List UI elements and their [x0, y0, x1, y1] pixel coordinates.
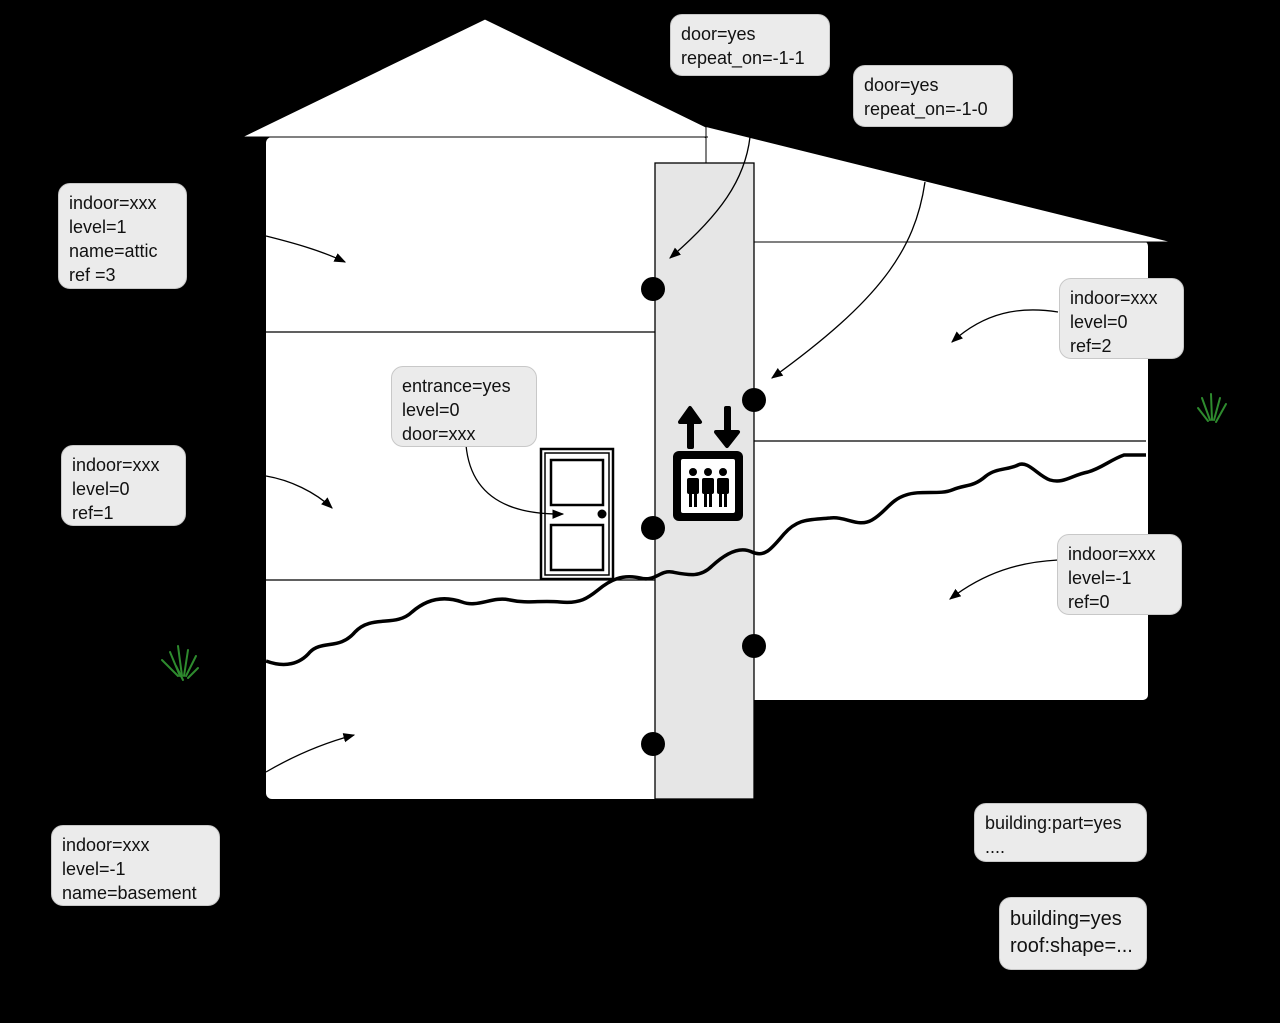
tag-line: level=-1	[1068, 568, 1132, 588]
tag-line: door=yes	[864, 75, 939, 95]
building-part-tag: building:part=yes ....	[974, 803, 1147, 862]
door-tag-top: door=yes repeat_on=-1-1	[670, 14, 830, 76]
arrow-icon	[265, 475, 333, 509]
ground-line	[265, 453, 1146, 667]
door-tag-right: door=yes repeat_on=-1-0	[853, 65, 1013, 127]
elevator-icon	[673, 406, 743, 521]
door-node-icon	[641, 277, 665, 301]
arrow-icon	[771, 181, 926, 379]
tag-line: repeat_on=-1-1	[681, 48, 805, 68]
tag-line: level=1	[69, 217, 127, 237]
tag-line: building:part=yes	[985, 813, 1122, 833]
entrance-tag: entrance=yes level=0 door=xxx	[391, 366, 537, 447]
tag-line: name=basement	[62, 883, 197, 903]
door-node-icon	[742, 388, 766, 412]
tag-line: door=yes	[681, 24, 756, 44]
basement-tag: indoor=xxx level=-1 name=basement	[51, 825, 220, 906]
tag-line: indoor=xxx	[1070, 288, 1158, 308]
attic-tag: indoor=xxx level=1 name=attic ref =3	[58, 183, 187, 289]
tag-line: indoor=xxx	[1068, 544, 1156, 564]
grass-icon	[1197, 393, 1227, 423]
right-wing-roof	[706, 127, 1170, 242]
main-roof	[241, 18, 709, 138]
arrow-icon	[949, 559, 1059, 600]
tag-line: level=0	[402, 400, 460, 420]
right-wing-body	[706, 241, 1148, 700]
door-node-icon	[641, 732, 665, 756]
right-level0-tag: indoor=xxx level=0 ref=2	[1059, 278, 1184, 359]
building-tag: building=yes roof:shape=...	[999, 897, 1147, 970]
tag-line: ref=0	[1068, 592, 1110, 612]
tag-line: door=xxx	[402, 424, 476, 444]
arrow-icon	[265, 235, 347, 263]
tag-line: entrance=yes	[402, 376, 511, 396]
tag-line: building=yes	[1010, 908, 1122, 930]
tag-line: level=0	[72, 479, 130, 499]
door-node-icon	[742, 634, 766, 658]
arrow-icon	[669, 136, 751, 259]
right-basement-tag: indoor=xxx level=-1 ref=0	[1057, 534, 1182, 615]
tag-line: indoor=xxx	[72, 455, 160, 475]
tag-line: ref=2	[1070, 336, 1112, 356]
tag-line: indoor=xxx	[69, 193, 157, 213]
tag-line: repeat_on=-1-0	[864, 99, 988, 119]
grass-icon	[161, 645, 199, 681]
arrow-icon	[265, 733, 356, 773]
tag-line: ref =3	[69, 265, 116, 285]
left-level0-tag: indoor=xxx level=0 ref=1	[61, 445, 186, 526]
tag-line: ref=1	[72, 503, 114, 523]
tag-line: level=-1	[62, 859, 126, 879]
tag-line: ....	[985, 837, 1006, 857]
tag-line: level=0	[1070, 312, 1128, 332]
door-node-icon	[641, 516, 665, 540]
main-building-body	[266, 137, 708, 799]
tag-line: roof:shape=...	[1010, 935, 1133, 957]
arrow-icon	[951, 309, 1059, 343]
tag-line: name=attic	[69, 241, 158, 261]
tag-line: indoor=xxx	[62, 835, 150, 855]
arrow-icon	[465, 444, 565, 519]
